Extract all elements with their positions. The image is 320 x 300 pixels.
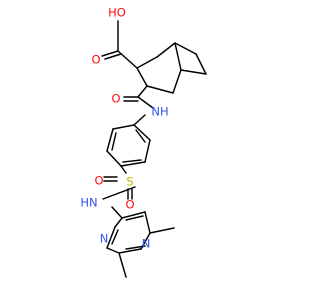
sulfur-label: S <box>126 175 133 189</box>
bond <box>125 245 146 250</box>
bond <box>122 159 142 163</box>
bond <box>120 165 127 174</box>
bond-layer <box>101 20 207 278</box>
bond <box>135 129 146 143</box>
bond <box>180 69 207 75</box>
amide-nitrogen-label: NH <box>151 105 168 119</box>
bond <box>195 53 207 75</box>
amide-oxygen-label: O <box>111 92 120 106</box>
sulfonyl-oxygen-left-label: O <box>94 174 103 188</box>
chemical-structure-diagram: HO O O NH O S O HN N N <box>80 6 207 278</box>
bond <box>125 215 144 221</box>
bond <box>112 124 135 130</box>
bond <box>118 252 127 278</box>
bond <box>114 217 123 228</box>
bond <box>118 248 142 254</box>
bond <box>104 53 122 60</box>
carboxyl-hydroxyl-label: HO <box>108 6 126 20</box>
bond <box>137 85 148 98</box>
bond <box>174 42 197 55</box>
bond <box>146 85 174 94</box>
bond <box>111 206 123 219</box>
bond <box>106 128 114 152</box>
bond <box>144 211 151 234</box>
bond <box>106 247 120 254</box>
bond <box>133 114 146 126</box>
bond <box>156 42 176 58</box>
bond <box>111 132 117 151</box>
bond <box>106 150 122 167</box>
bond <box>101 50 119 57</box>
bond <box>136 56 158 69</box>
sulfonyl-oxygen-bottom-label: O <box>125 198 134 212</box>
bond <box>111 229 119 245</box>
bond <box>137 96 154 109</box>
bond <box>120 161 146 167</box>
bond <box>106 226 116 249</box>
bond <box>133 124 151 141</box>
sulfonamide-nitrogen-label: HN <box>80 196 97 210</box>
atom-label-layer: HO O O NH O S O HN N N <box>80 6 168 251</box>
bond <box>174 42 182 71</box>
bond <box>144 139 151 163</box>
bond <box>149 227 175 234</box>
bond <box>102 186 136 200</box>
pyrimidine-nitrogen-bottom-label: N <box>142 237 151 251</box>
bond <box>136 67 148 87</box>
pyrimidine-nitrogen-top-label: N <box>100 232 109 246</box>
carboxyl-oxygen-label: O <box>91 53 100 67</box>
bond <box>121 211 146 219</box>
bond <box>172 69 182 94</box>
